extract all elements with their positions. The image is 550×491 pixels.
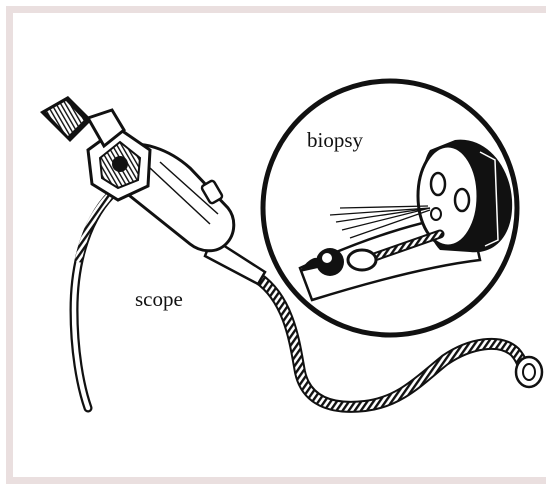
eyepiece [40,96,124,146]
umbilical-cable [74,190,116,408]
biopsy-label: biopsy [307,130,363,151]
scope-label: scope [135,289,183,310]
angulation-knobs [88,128,150,200]
distal-tip [516,357,542,387]
magnified-inset [263,81,517,335]
